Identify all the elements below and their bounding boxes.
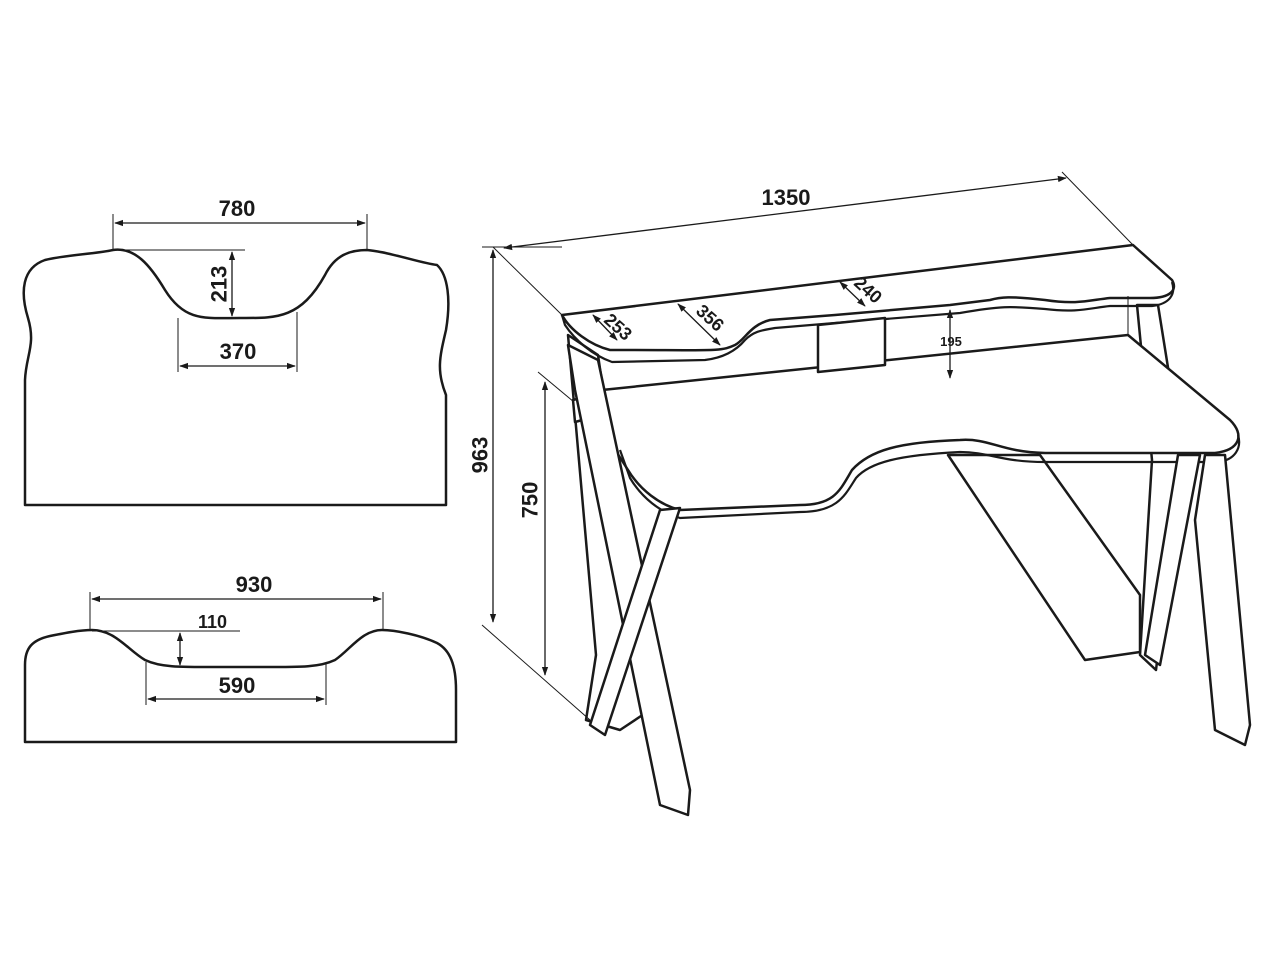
dim-750-ext-top bbox=[537, 371, 575, 403]
dim-1350-ext-right bbox=[1061, 171, 1134, 246]
right-v-brace bbox=[1143, 453, 1202, 667]
front-left-leg bbox=[566, 343, 692, 817]
dim-1350-line bbox=[503, 175, 1067, 251]
upper-shelf-edge bbox=[560, 281, 1175, 364]
dim-750-label: 750 bbox=[518, 482, 543, 519]
dim-963-label: 963 bbox=[468, 437, 493, 474]
dim-780-label: 780 bbox=[219, 196, 256, 221]
dim-590-label: 590 bbox=[219, 673, 256, 698]
dim-213-label: 213 bbox=[207, 266, 232, 303]
top-shelf-outline bbox=[22, 248, 450, 507]
top-shelf-plan: 780 213 370 bbox=[22, 196, 450, 507]
dim-963-ext-bottom bbox=[481, 624, 591, 721]
dim-195-label: 195 bbox=[940, 334, 962, 349]
desk-isometric: 1350 963 750 253 356 240 195 bbox=[468, 171, 1252, 817]
bottom-shelf-plan: 930 110 590 bbox=[23, 572, 458, 744]
dim-253-line bbox=[592, 314, 618, 341]
dim-1350-ext-left bbox=[492, 246, 563, 316]
center-brace bbox=[946, 453, 1142, 662]
dim-930-label: 930 bbox=[236, 572, 273, 597]
bottom-shelf-outline bbox=[23, 628, 458, 744]
dim-1350-label: 1350 bbox=[762, 185, 811, 210]
dim-240-line bbox=[839, 281, 866, 307]
shelf-support bbox=[816, 316, 887, 374]
front-left-brace bbox=[588, 506, 682, 737]
dim-370-label: 370 bbox=[220, 339, 257, 364]
table-top bbox=[600, 333, 1240, 512]
dim-110-label: 110 bbox=[198, 612, 227, 632]
front-right-leg bbox=[1193, 453, 1252, 747]
dim-356-line bbox=[677, 303, 721, 346]
